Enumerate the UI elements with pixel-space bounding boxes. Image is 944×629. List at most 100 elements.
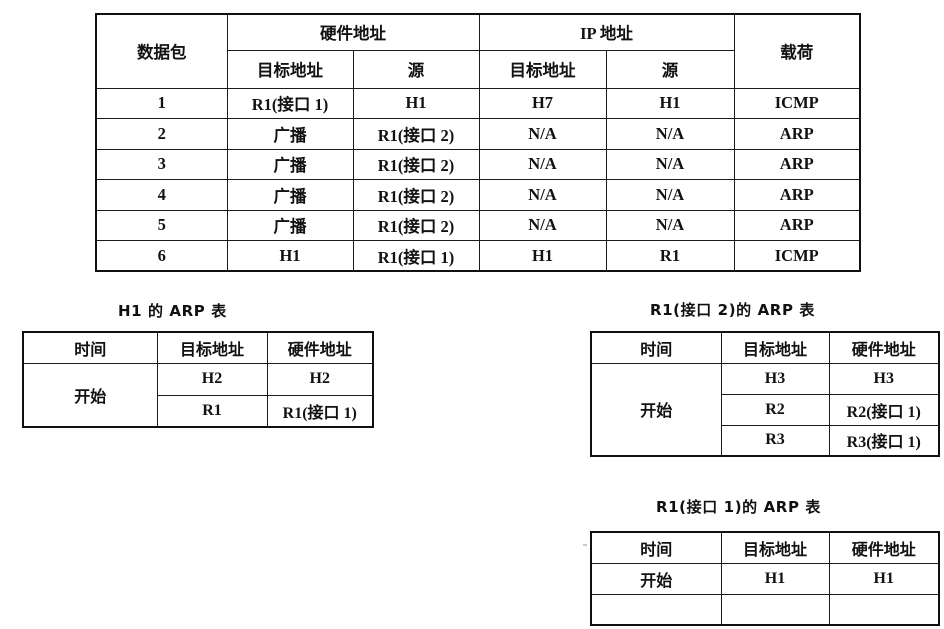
cell-hw: H1 — [828, 562, 940, 595]
cell-hw: R1(接口 1) — [266, 394, 374, 428]
cell-hw — [828, 593, 940, 626]
table-row: 2 广播 R1(接口 2) N/A N/A ARP — [95, 118, 861, 150]
col-header-hw-src: 源 — [352, 49, 480, 89]
cell-dest — [720, 593, 830, 626]
cell-ip-src: H1 — [605, 87, 735, 119]
col-header-dest: 目标地址 — [720, 331, 830, 364]
cell-payload: ICMP — [733, 240, 861, 272]
col-header-ip-dest: 目标地址 — [478, 49, 607, 89]
packet-trace-table: 数据包 硬件地址 IP 地址 载荷 目标地址 源 目标地址 源 1 R1(接口 … — [95, 13, 861, 272]
cell-hw-src: R1(接口 2) — [352, 209, 480, 241]
cell-payload: ARP — [733, 179, 861, 211]
col-group-header-ip-address: IP 地址 — [478, 13, 735, 51]
col-header-time: 时间 — [22, 331, 158, 365]
packet-table-group-header-row: 数据包 硬件地址 IP 地址 载荷 — [95, 13, 861, 89]
cell-time: 开始 — [590, 362, 722, 457]
col-header-hw: 硬件地址 — [828, 531, 940, 564]
table-row: 5 广播 R1(接口 2) N/A N/A ARP — [95, 209, 861, 241]
arp-header-row: 时间 目标地址 硬件地址 — [590, 531, 940, 564]
cell-hw-dest: 广播 — [226, 179, 354, 211]
table-row: 6 H1 R1(接口 1) H1 R1 ICMP — [95, 240, 861, 272]
arp-table-title-h1: H1 的 ARP 表 — [118, 302, 227, 320]
cell-hw: H2 — [266, 363, 374, 396]
cell-ip-src: N/A — [605, 148, 735, 180]
arp-table-title-r1-if2: R1(接口 2)的 ARP 表 — [650, 301, 815, 319]
cell-ip-dest: N/A — [478, 179, 607, 211]
cell-time: 开始 — [590, 562, 722, 595]
cell-packet: 1 — [95, 87, 228, 119]
table-row-empty — [590, 593, 940, 626]
cell-hw-src: R1(接口 1) — [352, 240, 480, 272]
col-header-dest: 目标地址 — [720, 531, 830, 564]
packet-table-body: 1 R1(接口 1) H1 H7 H1 ICMP 2 广播 R1(接口 2) N… — [95, 87, 861, 272]
table-row: 开始 H1 H1 — [590, 562, 940, 595]
col-header-hw: 硬件地址 — [828, 331, 940, 364]
col-header-time: 时间 — [590, 531, 722, 564]
col-header-hw: 硬件地址 — [266, 331, 374, 365]
arp-header-row: 时间 目标地址 硬件地址 — [22, 331, 374, 365]
scan-artifact-mark — [583, 544, 587, 546]
cell-ip-dest: N/A — [478, 148, 607, 180]
cell-dest: R2 — [720, 393, 830, 426]
cell-hw-src: R1(接口 2) — [352, 179, 480, 211]
table-row: 开始 H3 H3 — [590, 362, 940, 457]
packet-table-head: 数据包 硬件地址 IP 地址 载荷 目标地址 源 目标地址 源 — [95, 13, 861, 89]
arp-table-h1: 时间 目标地址 硬件地址 开始 H2 H2 R1 R1(接口 1) — [22, 331, 374, 428]
cell-ip-dest: H7 — [478, 87, 607, 119]
col-group-header-hardware-address: 硬件地址 — [226, 13, 480, 51]
cell-ip-src: N/A — [605, 179, 735, 211]
col-header-payload: 载荷 — [733, 13, 861, 89]
cell-hw: R2(接口 1) — [828, 393, 940, 426]
cell-time: 开始 — [22, 363, 158, 428]
cell-ip-dest: N/A — [478, 209, 607, 241]
cell-ip-src: R1 — [605, 240, 735, 272]
col-header-packet: 数据包 — [95, 13, 228, 89]
arp-table-title-r1-if1: R1(接口 1)的 ARP 表 — [656, 498, 821, 516]
col-header-dest: 目标地址 — [156, 331, 268, 365]
cell-packet: 2 — [95, 118, 228, 150]
cell-hw-src: H1 — [352, 87, 480, 119]
cell-packet: 5 — [95, 209, 228, 241]
table-row: 1 R1(接口 1) H1 H7 H1 ICMP — [95, 87, 861, 119]
cell-hw-dest: 广播 — [226, 209, 354, 241]
cell-dest: H3 — [720, 362, 830, 395]
arp-table-h1-body: 时间 目标地址 硬件地址 开始 H2 H2 R1 R1(接口 1) — [22, 331, 374, 428]
arp-header-row: 时间 目标地址 硬件地址 — [590, 331, 940, 364]
arp-table-r1-if2-body: 时间 目标地址 硬件地址 开始 H3 H3 R2 R2(接口 1) R3 R3(… — [590, 331, 940, 457]
cell-hw-dest: 广播 — [226, 118, 354, 150]
table-row: R3 R3(接口 1) — [591, 424, 940, 457]
cell-hw-dest: 广播 — [226, 148, 354, 180]
cell-time — [590, 593, 722, 626]
table-row: R2 R2(接口 1) — [591, 393, 940, 426]
col-header-time: 时间 — [590, 331, 722, 364]
cell-ip-src: N/A — [605, 209, 735, 241]
cell-hw: H3 — [828, 362, 940, 395]
cell-packet: 6 — [95, 240, 228, 272]
cell-hw-dest: H1 — [226, 240, 354, 272]
cell-ip-dest: H1 — [478, 240, 607, 272]
cell-hw-src: R1(接口 2) — [352, 118, 480, 150]
cell-ip-src: N/A — [605, 118, 735, 150]
cell-dest: H1 — [720, 562, 830, 595]
table-row: 4 广播 R1(接口 2) N/A N/A ARP — [95, 179, 861, 211]
cell-packet: 4 — [95, 179, 228, 211]
cell-dest: H2 — [156, 363, 268, 396]
arp-table-r1-if1: 时间 目标地址 硬件地址 开始 H1 H1 — [590, 531, 940, 626]
cell-ip-dest: N/A — [478, 118, 607, 150]
cell-packet: 3 — [95, 148, 228, 180]
table-row: R1 R1(接口 1) — [23, 394, 374, 428]
cell-hw-dest: R1(接口 1) — [226, 87, 354, 119]
cell-dest: R1 — [156, 394, 268, 428]
cell-payload: ARP — [733, 148, 861, 180]
cell-payload: ARP — [733, 209, 861, 241]
cell-hw-src: R1(接口 2) — [352, 148, 480, 180]
cell-payload: ARP — [733, 118, 861, 150]
arp-table-r1-if2: 时间 目标地址 硬件地址 开始 H3 H3 R2 R2(接口 1) R3 R3(… — [590, 331, 940, 457]
packet-table-sub-header-row: 目标地址 源 目标地址 源 — [96, 49, 860, 89]
cell-hw: R3(接口 1) — [828, 424, 940, 457]
col-header-ip-src: 源 — [605, 49, 735, 89]
col-header-hw-dest: 目标地址 — [226, 49, 354, 89]
arp-table-r1-if1-body: 时间 目标地址 硬件地址 开始 H1 H1 — [590, 531, 940, 626]
cell-payload: ICMP — [733, 87, 861, 119]
